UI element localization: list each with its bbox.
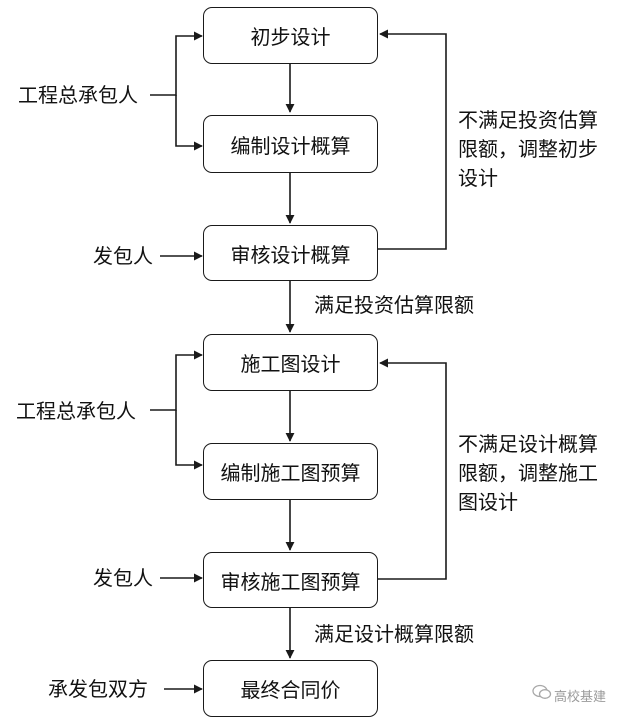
watermark-text: 高校基建	[554, 690, 607, 705]
label-meets-estimate-limit: 满足设计概算限额	[314, 622, 474, 646]
label-both-parties: 承发包双方	[48, 677, 148, 701]
box-review-budget: 审核施工图预算	[203, 552, 378, 608]
note-not-meet-estimate-line-1: 不满足设计概算	[458, 432, 598, 456]
label-employer-2: 发包人	[93, 566, 153, 590]
box-prepare-budget: 编制施工图预算	[203, 443, 378, 500]
bracket-contractor-lower	[150, 350, 203, 411]
note-not-meet-investment-line-1: 不满足投资估算	[458, 108, 598, 132]
bracket-contractor-lower-lower	[175, 410, 203, 470]
note-not-meet-investment: 不满足投资估算 限额，调整初步 设计	[458, 106, 598, 193]
note-not-meet-investment-line-2: 限额，调整初步	[458, 137, 598, 161]
box-construction-design: 施工图设计	[203, 334, 378, 391]
note-not-meet-estimate: 不满足设计概算 限额，调整施工 图设计	[458, 430, 598, 517]
bracket-contractor-upper-lower	[175, 95, 203, 151]
box-review-estimate: 审核设计概算	[203, 225, 378, 281]
note-not-meet-estimate-line-3: 图设计	[458, 490, 518, 514]
bracket-contractor-upper	[150, 31, 203, 96]
note-not-meet-investment-line-3: 设计	[458, 166, 498, 190]
feedback-loop-upper	[378, 29, 447, 250]
label-general-contractor-2: 工程总承包人	[16, 399, 136, 423]
label-employer-1: 发包人	[93, 244, 153, 268]
label-general-contractor-1: 工程总承包人	[18, 83, 138, 107]
box-initial-design: 初步设计	[203, 7, 378, 64]
label-meets-investment-limit: 满足投资估算限额	[314, 293, 474, 317]
note-not-meet-estimate-line-2: 限额，调整施工	[458, 461, 598, 485]
wechat-icon	[532, 684, 552, 699]
box-prepare-estimate: 编制设计概算	[203, 115, 378, 173]
feedback-loop-lower	[378, 358, 447, 580]
box-final-price: 最终合同价	[203, 660, 378, 717]
